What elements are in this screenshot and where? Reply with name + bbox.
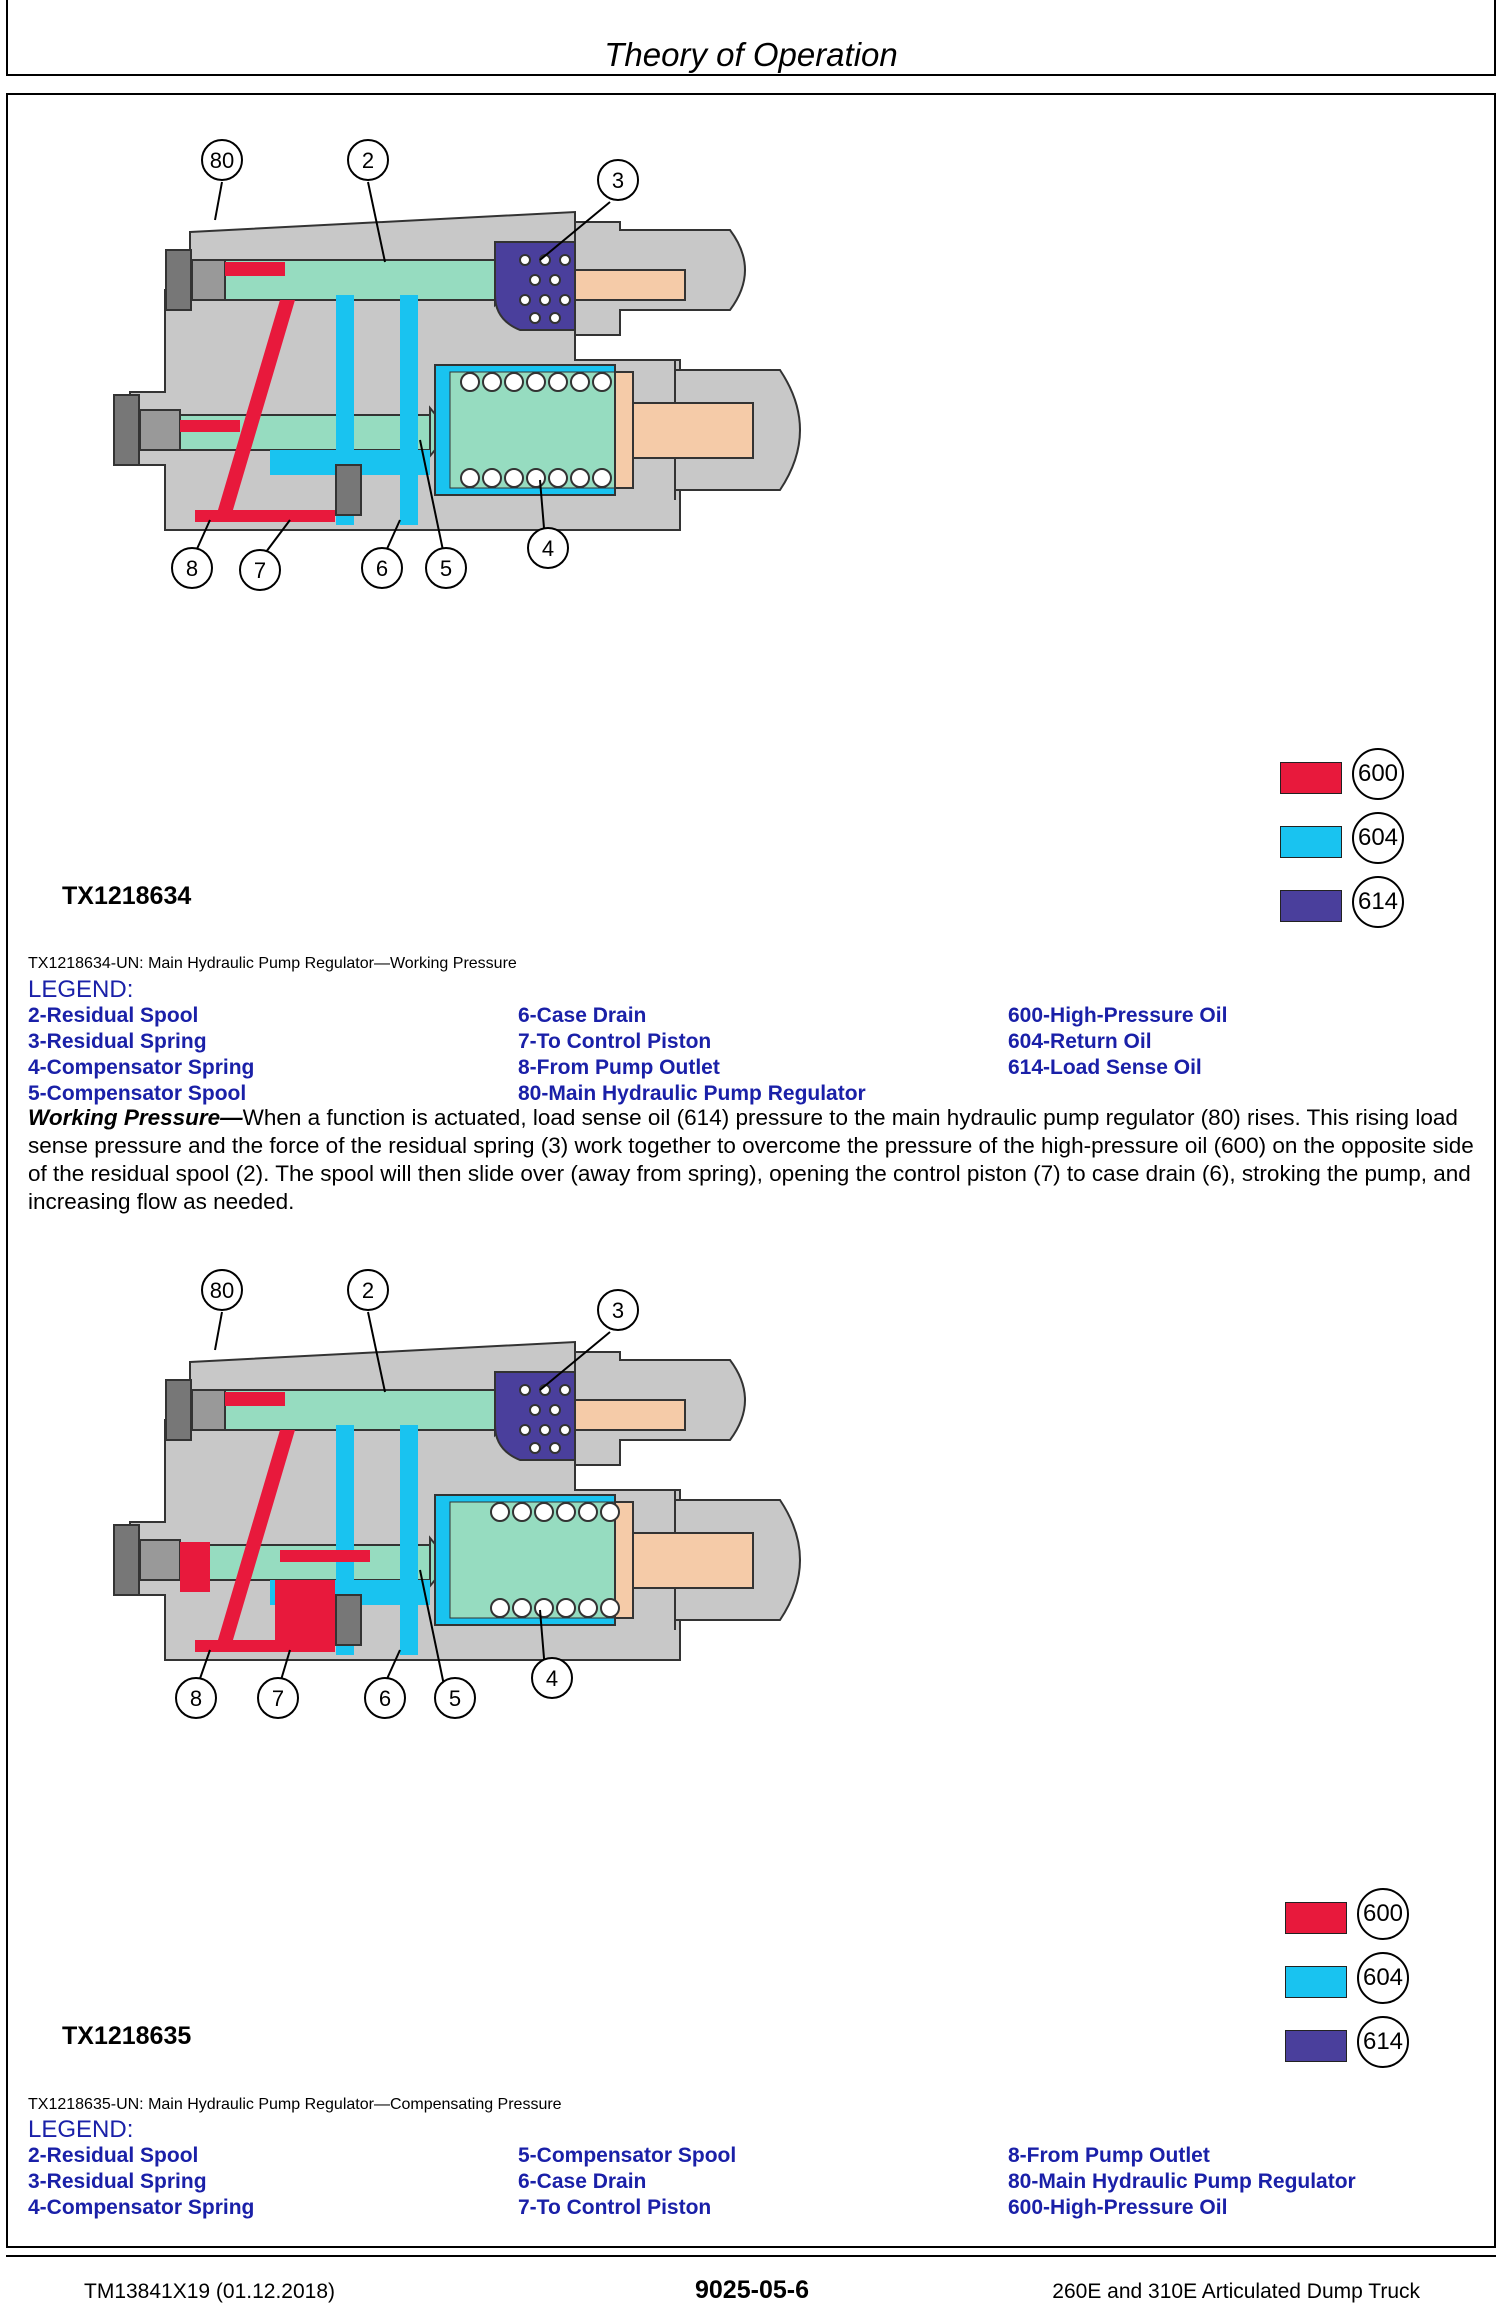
figure-caption-1: TX1218634-UN: Main Hydraulic Pump Regula… [28, 955, 517, 972]
legend-item: 8-From Pump Outlet [1008, 2144, 1210, 2167]
legend-item: 7-To Control Piston [518, 1030, 712, 1053]
paragraph-lead: Working Pressure— [28, 1105, 243, 1130]
callout-3: 3 [612, 1298, 624, 1323]
callout-2: 2 [362, 1278, 374, 1303]
key-row-604: 604 [1285, 1952, 1425, 2008]
swatch-return [1285, 1966, 1347, 1998]
legend-item: 8-From Pump Outlet [518, 1056, 720, 1079]
callout-2: 2 [362, 148, 374, 173]
footer-doc-id: TM13841X19 (01.12.2018) [84, 2280, 336, 2303]
page-header: Theory of Operation [6, 0, 1496, 76]
callout-80: 80 [210, 148, 234, 173]
legend-item: 80-Main Hydraulic Pump Regulator [518, 1082, 866, 1105]
figure-caption-2: TX1218635-UN: Main Hydraulic Pump Regula… [28, 2096, 562, 2113]
swatch-high-pressure [1285, 1902, 1347, 1934]
legend-item: 4-Compensator Spring [28, 2196, 255, 2219]
content-frame [6, 93, 1496, 2248]
key-row-614: 614 [1285, 2016, 1425, 2072]
legend-item: 6-Case Drain [518, 2170, 647, 2193]
callout-5: 5 [440, 556, 452, 581]
callout-4: 4 [546, 1666, 558, 1691]
callout-7: 7 [272, 1686, 284, 1711]
legend-item: 604-Return Oil [1008, 1030, 1152, 1053]
callout-6: 6 [376, 556, 388, 581]
callout-3: 3 [612, 168, 624, 193]
header-title: Theory of Operation [604, 36, 898, 73]
legend-item: 600-High-Pressure Oil [1008, 1004, 1228, 1027]
key-label: 600 [1352, 748, 1404, 800]
figure-id-2: TX1218635 [62, 2022, 192, 2050]
callout-80: 80 [210, 1278, 234, 1303]
key-label: 614 [1357, 2016, 1409, 2068]
callout-8: 8 [186, 556, 198, 581]
swatch-load-sense [1280, 890, 1342, 922]
key-label: 604 [1357, 1952, 1409, 2004]
footer-rule [6, 2255, 1496, 2257]
legend-item: 2-Residual Spool [28, 2144, 199, 2167]
footer-product: 260E and 310E Articulated Dump Truck [1052, 2280, 1420, 2303]
legend-item: 600-High-Pressure Oil [1008, 2196, 1228, 2219]
legend-title-1: LEGEND: [28, 976, 134, 1003]
working-pressure-paragraph: Working Pressure—When a function is actu… [28, 1104, 1483, 1216]
diagram-working-pressure: 80 2 3 4 5 6 7 8 [113, 139, 801, 591]
legend-item: 3-Residual Spring [28, 1030, 207, 1053]
swatch-return [1280, 826, 1342, 858]
key-label: 614 [1352, 876, 1404, 928]
legend-item: 614-Load Sense Oil [1008, 1056, 1202, 1079]
callout-5: 5 [449, 1686, 461, 1711]
callouts: 80 2 3 4 5 6 7 8 [171, 139, 639, 591]
legend-title-2: LEGEND: [28, 2116, 134, 2143]
callout-8: 8 [190, 1686, 202, 1711]
callouts: 80 2 3 4 5 6 7 8 [175, 1269, 639, 1719]
legend-item: 80-Main Hydraulic Pump Regulator [1008, 2170, 1356, 2193]
legend-item [1008, 1082, 1498, 1106]
figure-id-1: TX1218634 [62, 882, 192, 910]
key-row-600: 600 [1285, 1888, 1425, 1944]
legend-2: 2-Residual Spool 5-Compensator Spool 8-F… [28, 2144, 1356, 2220]
footer-page-number: 9025-05-6 [695, 2276, 809, 2304]
legend-item: 5-Compensator Spool [518, 2144, 737, 2167]
swatch-high-pressure [1280, 762, 1342, 794]
key-row-614: 614 [1280, 876, 1420, 932]
legend-item: 4-Compensator Spring [28, 1056, 255, 1079]
callout-4: 4 [542, 536, 554, 561]
diagram-compensating-pressure: 80 2 3 4 5 6 7 8 [113, 1269, 801, 1719]
key-row-604: 604 [1280, 812, 1420, 868]
legend-1: 2-Residual Spool 6-Case Drain 600-High-P… [28, 1004, 1227, 1106]
callout-7: 7 [254, 558, 266, 583]
legend-item: 5-Compensator Spool [28, 1082, 247, 1105]
legend-item: 7-To Control Piston [518, 2196, 712, 2219]
key-label: 600 [1357, 1888, 1409, 1940]
swatch-load-sense [1285, 2030, 1347, 2062]
legend-item: 6-Case Drain [518, 1004, 647, 1027]
callout-6: 6 [379, 1686, 391, 1711]
key-label: 604 [1352, 812, 1404, 864]
legend-item: 2-Residual Spool [28, 1004, 199, 1027]
key-row-600: 600 [1280, 748, 1420, 804]
legend-item: 3-Residual Spring [28, 2170, 207, 2193]
paragraph-text: When a function is actuated, load sense … [28, 1105, 1474, 1214]
